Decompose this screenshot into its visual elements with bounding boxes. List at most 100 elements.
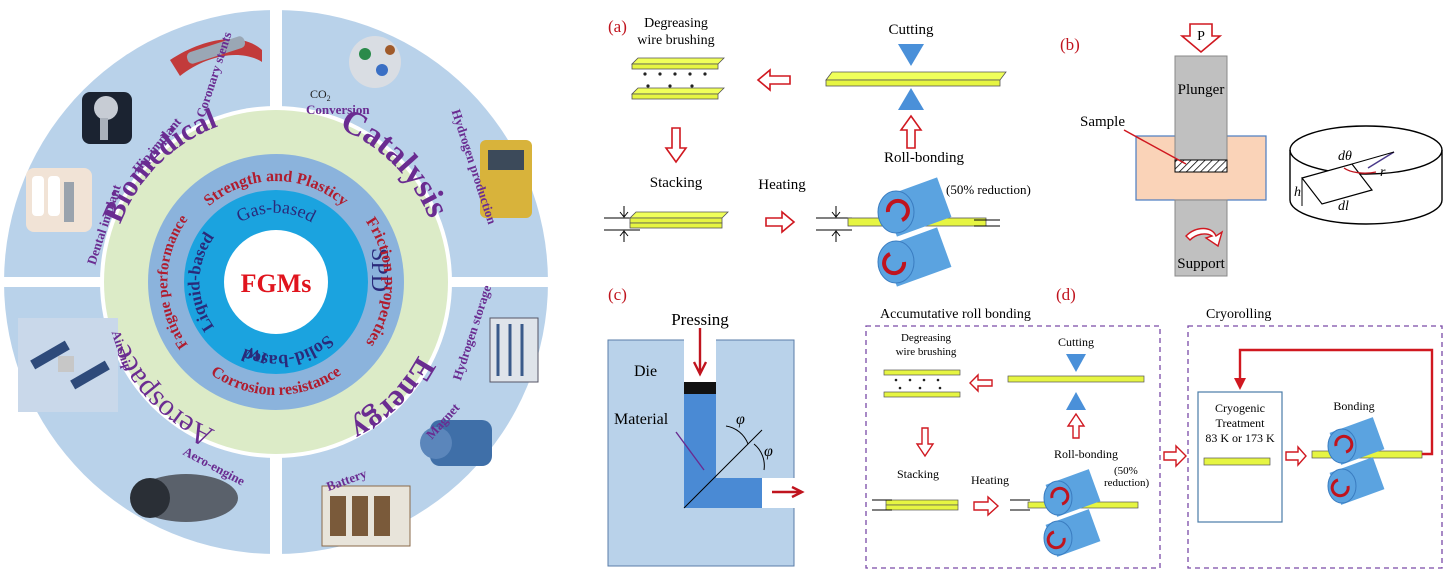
a-reduction: (50% reduction) [946,182,1031,197]
hydrogen-production-image [480,140,532,218]
panel-a-label: (a) [608,17,627,36]
d-arrow-up [1066,412,1086,439]
d-wire-brushing: wire brushing [896,346,957,358]
d-reduction-a: (50% [1114,465,1138,477]
d-roll-bonding: Roll-bonding [1054,447,1118,461]
a-roll-bottom [877,227,952,287]
label-co2: CO2 [310,87,331,103]
d-plate-bottom [883,391,961,398]
d-roll-top [1043,469,1101,517]
d-bond-roll-bottom [1327,457,1385,505]
d-plate-top [883,369,961,376]
d-arb-title: Accumutative roll bonding [880,307,1031,322]
d-cryo-title: Cryorolling [1206,307,1271,322]
b-sample-label: Sample [1080,114,1125,130]
b-sample [1174,159,1228,173]
method-spd: SPD [366,248,392,292]
c-punch [684,382,716,394]
d-stack-plate-2 [885,504,959,511]
a-wire-brushing: wire brushing [637,33,714,48]
c-material-label: Material [614,411,669,428]
c-pressing: Pressing [671,310,729,329]
b-p-label: P [1197,29,1205,44]
d-bond-roll-top [1327,417,1385,465]
a-cutting: Cutting [888,22,934,38]
panel-b: (b) Plunger Support P Sample dθ r h dl [1060,23,1443,277]
b-r: r [1380,165,1386,180]
d-arrow-to-bonding [1285,445,1307,467]
center-disc [224,230,328,334]
b-force-arrow [1179,23,1223,54]
d-arrow-to-cryo [1163,444,1187,468]
panel-c: (c) Pressing Die Material φ φ [607,285,805,567]
magnet-motor-image [420,420,492,466]
b-plunger-label: Plunger [1178,82,1225,98]
d-loop-arrow [1238,348,1434,456]
fgm-wheel: FGMs Gas-based SPD Solid-based IW Liquid… [0,0,560,578]
a-arrow-up [899,114,923,149]
c-die-label: Die [634,363,657,380]
b-plunger [1174,55,1228,173]
c-pressing-arrow [692,328,708,377]
b-rotation-arrow [1185,227,1224,248]
d-arb-box [865,325,1161,569]
a-plate-bottom [631,93,719,100]
d-arrow-right [973,495,1000,517]
c-material-horizontal [716,478,762,508]
method-iw: IW [243,343,270,367]
c-phi-2: φ [764,443,773,460]
a-arrow-right [765,210,796,234]
d-roll-bottom [1043,509,1101,557]
center-label: FGMs [241,269,312,298]
d-cryo-box [1187,325,1443,569]
d-cutter-bottom [1066,392,1086,410]
d-cut-plate [1007,375,1145,383]
a-stacking: Stacking [650,175,703,191]
a-arrow-down [664,127,688,164]
b-sample-pointer [1123,129,1187,165]
a-cutter-top [898,44,924,66]
a-cutter-bottom [898,88,924,110]
a-roll-top [877,177,952,237]
panel-d-label: (d) [1056,285,1076,304]
hip-implant-image [82,92,132,144]
c-exit-arrow [772,485,805,499]
b-dtheta: dθ [1338,149,1352,164]
a-plate-top [631,63,719,70]
d-stacking: Stacking [897,467,939,481]
coronary-stent-image [170,36,262,76]
label-conversion: Conversion [306,102,370,117]
a-stack-plate-1 [629,217,723,224]
d-cryo-chamber [1197,391,1283,523]
d-treatment: Treatment [1216,416,1266,430]
d-degreasing: Degreasing [901,332,952,344]
d-arrow-down [915,427,935,458]
aero-engine-image [130,474,238,522]
d-reduction-b: reduction) [1104,477,1150,489]
a-roll-bonding: Roll-bonding [884,150,965,166]
panel-c-label: (c) [608,285,627,304]
c-material-vertical [684,394,716,508]
a-stack-plate-2 [629,222,723,229]
d-heating: Heating [971,473,1009,487]
panel-d: (d) Accumutative roll bonding Cryorollin… [865,285,1443,569]
c-material-pointer [675,431,705,471]
panel-b-label: (b) [1060,35,1080,54]
dental-implant-image [26,168,92,232]
d-cutter-top [1066,354,1086,372]
b-cylinder [1289,125,1443,225]
airship-satellite-image [18,318,118,412]
d-stack-plate-1 [885,499,959,506]
b-dl: dl [1338,199,1349,214]
a-arrow-left [756,68,791,92]
b-h: h [1294,185,1301,200]
d-bonding: Bonding [1333,399,1374,413]
a-heating: Heating [758,177,806,193]
d-cutting: Cutting [1058,335,1094,349]
b-support-label: Support [1177,256,1225,272]
battery-image [321,485,411,547]
hydrogen-storage-image [489,317,539,383]
panel-a: (a) Degreasing wire brushing Cutting Sta… [604,16,1031,287]
